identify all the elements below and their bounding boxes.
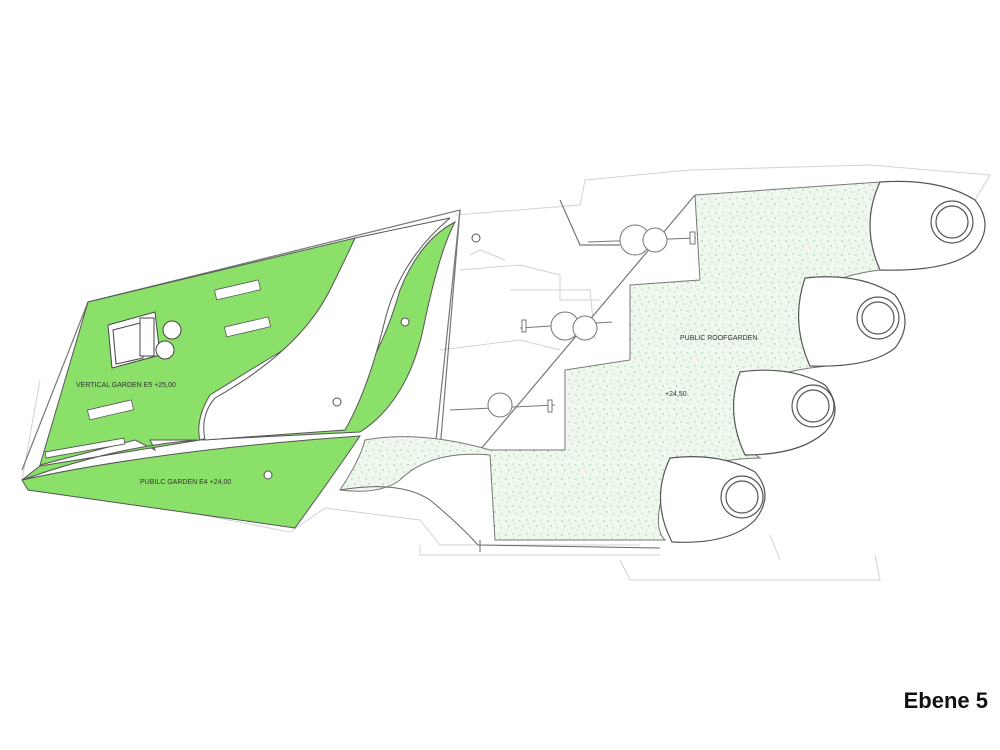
roof-pods <box>659 180 986 543</box>
bottom-edge <box>339 486 661 552</box>
context-outlines <box>21 164 991 581</box>
level-title: Ebene 5 <box>903 688 988 713</box>
roof-level-label: +24,50 <box>665 391 687 398</box>
public-garden-lower <box>21 435 361 529</box>
pod-2 <box>798 276 906 367</box>
walkway <box>203 217 451 441</box>
public-roofgarden-label: PUBLIC ROOFGARDEN <box>680 335 757 342</box>
drain-points <box>263 233 481 480</box>
benches <box>44 279 272 459</box>
vertical-garden-label: VERTICAL GARDEN E5 +25,00 <box>76 382 176 389</box>
pod-1 <box>869 180 986 271</box>
trees <box>449 224 697 418</box>
public-garden-label: PUBILC GARDEN E4 +24,00 <box>140 479 231 486</box>
pod-4 <box>659 456 766 543</box>
pod-3 <box>733 369 836 456</box>
stair-core <box>107 311 182 369</box>
